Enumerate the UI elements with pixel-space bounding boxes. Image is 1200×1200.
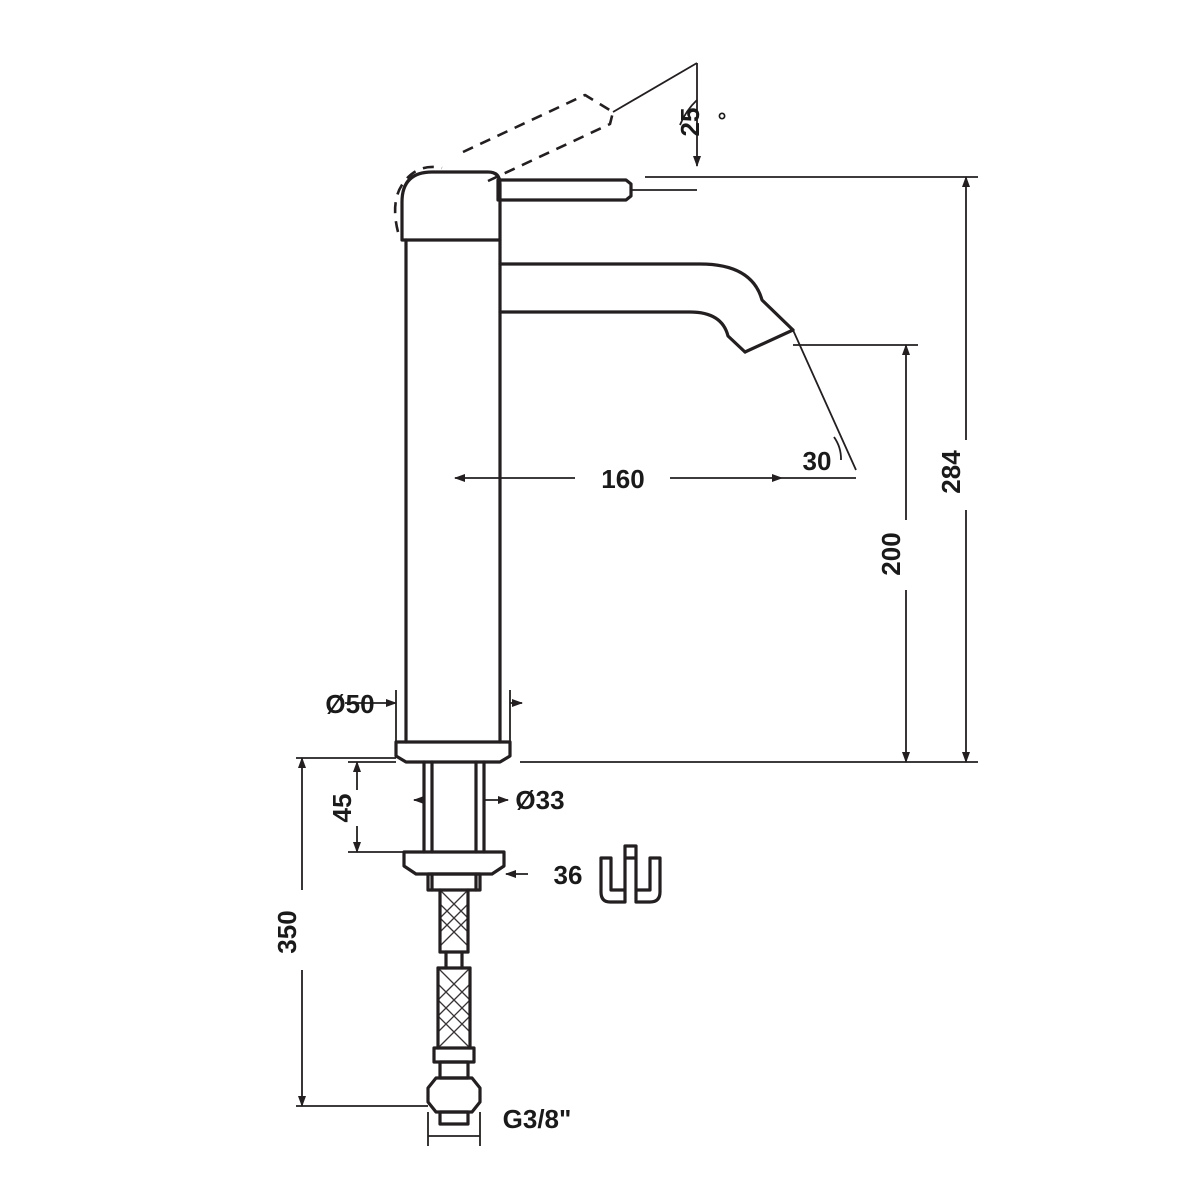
spout-upper-curve: [498, 262, 795, 332]
dim-total-length: 350: [272, 910, 302, 953]
dim-45-lines: [348, 761, 404, 853]
faucet-body-outline: [394, 170, 795, 1126]
handle-raised-position-dashed: [393, 93, 615, 233]
dim-flange-diameter: Ø50: [325, 689, 374, 719]
base-flange: [394, 740, 512, 764]
dim-overall-height: 284: [936, 450, 966, 494]
mounting-nut: [402, 850, 506, 876]
dim-angle-25-unit: °: [718, 108, 727, 133]
dim-50-lines: [345, 690, 523, 742]
dim-spout-reach: 160: [601, 464, 644, 494]
dim-spanner-size: 36: [554, 860, 583, 890]
angle-30-arc: [833, 436, 842, 461]
dim-spout-height: 200: [876, 532, 906, 575]
dim-angle-25: 25: [675, 108, 705, 137]
hose-braid-hatching: [437, 889, 471, 1049]
hose-stem: [438, 1060, 470, 1080]
angle-25-construction: [612, 62, 701, 191]
dim-spout-angle: 30: [803, 446, 832, 476]
hose-connector: [444, 950, 464, 970]
angle-25-leader-upper: [612, 62, 698, 113]
nut-collar: [426, 872, 482, 892]
hose-collar: [432, 1046, 476, 1064]
dim-200-lines: [793, 344, 918, 763]
inlet-hex-nut: [426, 1076, 482, 1114]
dim-shank-length: 45: [327, 794, 357, 823]
angle-30-ref-line: [792, 329, 857, 471]
spout-lower-curve: [498, 310, 747, 354]
dim-inlet-thread: G3/8": [503, 1104, 572, 1134]
spout-outlet-face: [743, 328, 795, 354]
dim-284-lines: [520, 176, 978, 763]
dim-30-lines: [792, 329, 857, 479]
dim-shank-diameter: Ø33: [515, 785, 564, 815]
handle-lever: [496, 178, 633, 202]
dim-thread-lines: [427, 1112, 481, 1146]
inlet-thread-end: [438, 1110, 470, 1126]
spanner-icon: [599, 844, 662, 904]
dim-350-lines: [296, 757, 428, 1107]
handle-cap: [400, 170, 502, 242]
angle-25-arc: [679, 99, 698, 126]
